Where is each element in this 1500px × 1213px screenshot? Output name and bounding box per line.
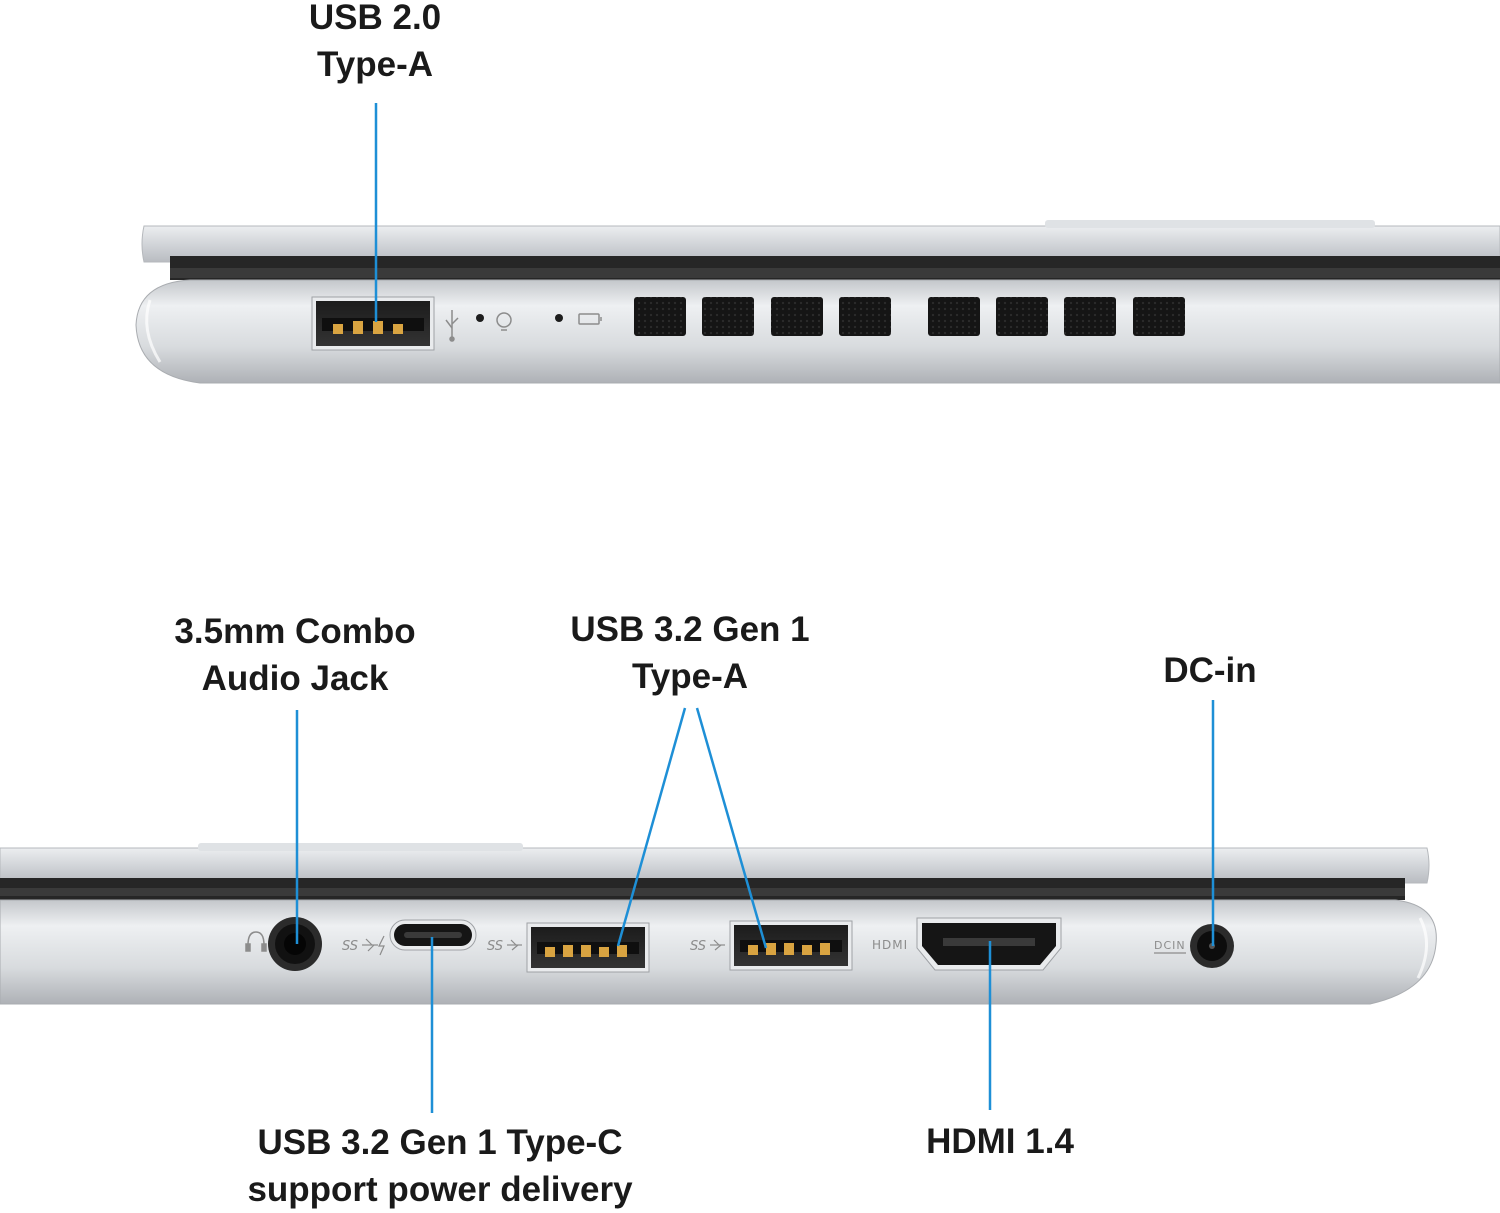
dcin-marking: DCIN [1154, 939, 1186, 952]
usb-2-callout-line1: USB 2.0 [308, 0, 442, 37]
ss-marking-2: SS [487, 939, 503, 954]
audio-jack-port [268, 917, 322, 971]
usb-symbol-icon [507, 939, 522, 951]
lightbulb-icon [496, 312, 512, 331]
usb-symbol-icon [362, 938, 378, 952]
laptop-left-side [135, 103, 1500, 384]
usb32a-callout-line1: USB 3.2 Gen 1 [570, 610, 810, 649]
audio-callout-line1: 3.5mm Combo [174, 612, 416, 651]
usb32a-leader-line-1 [616, 707, 687, 947]
battery-icon [578, 313, 602, 325]
usb-3-2-type-a-port-1 [526, 922, 650, 973]
hdmi-callout-line1: HDMI 1.4 [926, 1122, 1074, 1161]
usb32a-leader-line-2 [695, 707, 768, 949]
usb-3-2-type-a-callout-label: USB 3.2 Gen 1 Type-A [540, 606, 840, 700]
audio-jack-callout-label: 3.5mm Combo Audio Jack [145, 608, 445, 702]
dcin-callout-line1: DC-in [1163, 651, 1257, 690]
usb-type-c-callout-label: USB 3.2 Gen 1 Type-C support power deliv… [215, 1119, 665, 1213]
hdmi-marking: HDMI [872, 938, 908, 952]
usb-2-callout-label: USB 2.0 Type-A [275, 0, 475, 88]
air-vent-grille [634, 297, 1185, 336]
lightning-icon [378, 935, 385, 956]
charge-led-icon [555, 314, 563, 322]
dc-in-callout-label: DC-in [1130, 647, 1290, 694]
ss-marking-3: SS [690, 939, 706, 954]
power-led-icon [476, 314, 484, 322]
laptop-right-side: SS SS [0, 700, 1437, 1113]
usb-symbol-icon [710, 939, 725, 951]
audio-callout-line2: Audio Jack [201, 659, 389, 698]
hdmi-callout-label: HDMI 1.4 [880, 1118, 1120, 1165]
usb-2-callout-line2: Type-A [316, 45, 434, 84]
headset-icon [245, 931, 267, 952]
usbc-callout-line1: USB 3.2 Gen 1 Type-C [257, 1123, 623, 1162]
usb32a-callout-line2: Type-A [631, 657, 749, 696]
usb-type-c-port [389, 919, 477, 951]
usb-3-2-type-a-port-2 [729, 920, 853, 971]
ss-marking-1: SS [342, 939, 358, 954]
usb-2-type-a-port [311, 296, 435, 351]
usb-symbol-icon [445, 310, 459, 342]
usbc-callout-line2: support power delivery [247, 1170, 633, 1209]
